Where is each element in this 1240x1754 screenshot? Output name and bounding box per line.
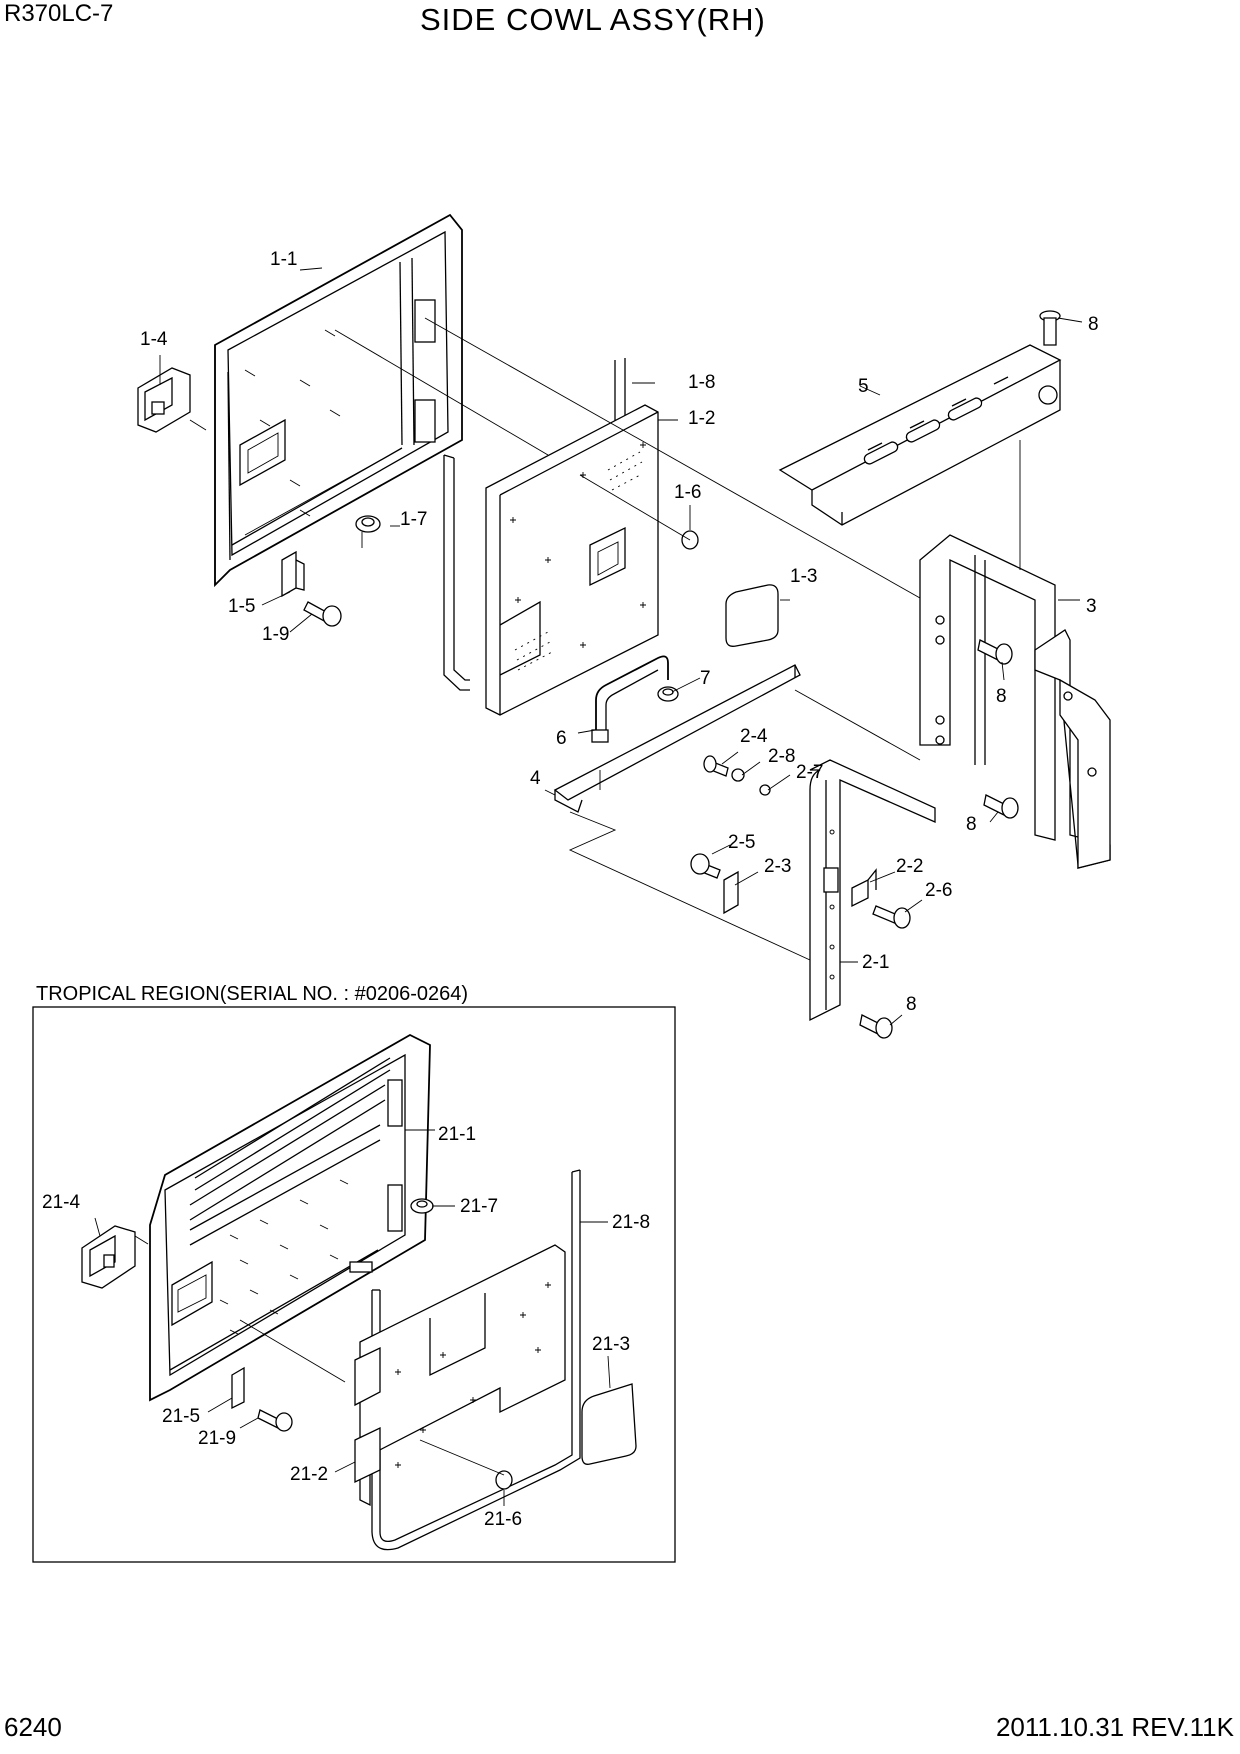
callout-21-9: 21-9 bbox=[198, 1428, 236, 1449]
callout-4: 4 bbox=[530, 768, 541, 789]
part-side-bracket bbox=[919, 534, 1111, 869]
inset-part-latch bbox=[81, 1225, 136, 1289]
inset-part-panel bbox=[354, 1244, 566, 1507]
assembly-guide-lines bbox=[189, 317, 1021, 961]
part-clip-2-3 bbox=[723, 870, 739, 915]
part-grommet-1-7 bbox=[355, 515, 381, 533]
callout-1-4: 1-4 bbox=[140, 329, 168, 350]
part-panel bbox=[485, 404, 659, 716]
callout-2-3: 2-3 bbox=[764, 856, 791, 877]
callout-2-8: 2-8 bbox=[768, 746, 795, 767]
part-upper-bracket bbox=[778, 344, 1062, 526]
callout-7: 7 bbox=[700, 668, 711, 689]
callout-8-mid: 8 bbox=[996, 686, 1007, 707]
part-lower-bracket bbox=[809, 759, 936, 1022]
callout-8-top: 8 bbox=[1088, 314, 1099, 335]
callout-8-bottom: 8 bbox=[906, 994, 917, 1015]
callout-1-9: 1-9 bbox=[262, 624, 289, 645]
inset-part-seal-rubber bbox=[371, 1169, 581, 1551]
inset-leader-lines bbox=[94, 1129, 611, 1506]
callout-2-1: 2-1 bbox=[862, 952, 889, 973]
callout-1-3: 1-3 bbox=[790, 566, 817, 587]
callout-2-4: 2-4 bbox=[740, 726, 768, 747]
callout-1-1: 1-1 bbox=[270, 249, 297, 270]
callout-21-2: 21-2 bbox=[290, 1464, 328, 1485]
callout-2-2: 2-2 bbox=[896, 856, 923, 877]
part-bar bbox=[553, 664, 801, 813]
callout-8-lower: 8 bbox=[966, 814, 977, 835]
part-nut-7 bbox=[657, 686, 679, 702]
part-clip-2-2 bbox=[851, 868, 877, 908]
callout-21-7: 21-7 bbox=[460, 1196, 498, 1217]
inset-part-rubber-cap bbox=[581, 1383, 637, 1465]
callout-1-5: 1-5 bbox=[228, 596, 255, 617]
callout-21-8: 21-8 bbox=[612, 1212, 650, 1233]
part-small-bracket bbox=[281, 550, 305, 598]
part-latch bbox=[137, 367, 191, 433]
part-bolt-2-6 bbox=[872, 905, 911, 929]
callout-2-6: 2-6 bbox=[925, 880, 952, 901]
inset-part-bracket bbox=[231, 1366, 245, 1410]
callout-3: 3 bbox=[1086, 596, 1097, 617]
callout-6: 6 bbox=[556, 728, 567, 749]
callout-21-6: 21-6 bbox=[484, 1509, 522, 1530]
inset-part-door-frame bbox=[149, 1033, 431, 1402]
part-seal-rubber bbox=[443, 358, 626, 691]
inset-part-bolt-21-9 bbox=[257, 1409, 293, 1432]
revision-date: 2011.10.31 REV.11K bbox=[995, 1712, 1234, 1742]
callout-1-6: 1-6 bbox=[674, 482, 701, 503]
part-bolt-1-9 bbox=[303, 601, 342, 627]
callout-2-5: 2-5 bbox=[728, 832, 755, 853]
callout-1-2: 1-2 bbox=[688, 408, 715, 429]
part-washer-2-8 bbox=[731, 768, 745, 782]
inset-part-grommet bbox=[410, 1198, 434, 1214]
callout-2-7: 2-7 bbox=[796, 762, 823, 783]
part-door-frame bbox=[214, 213, 463, 588]
callout-1-8: 1-8 bbox=[688, 372, 715, 393]
callout-21-5: 21-5 bbox=[162, 1406, 200, 1427]
inset-part-pin bbox=[495, 1470, 513, 1490]
callout-21-3: 21-3 bbox=[592, 1334, 630, 1355]
callout-21-1: 21-1 bbox=[438, 1124, 476, 1145]
model-number: R370LC-7 bbox=[4, 0, 114, 27]
callout-5: 5 bbox=[858, 376, 869, 397]
part-rubber-cap bbox=[725, 584, 779, 647]
callout-21-4: 21-4 bbox=[42, 1192, 80, 1213]
inset-frame bbox=[32, 1006, 676, 1563]
page-number: 6240 bbox=[4, 1712, 62, 1742]
page-title: SIDE COWL ASSY(RH) bbox=[420, 2, 766, 37]
part-bolt-2-4 bbox=[703, 755, 729, 777]
inset-title: TROPICAL REGION(SERIAL NO. : #0206-0264) bbox=[36, 983, 469, 1005]
part-handle bbox=[591, 655, 669, 743]
part-bolt-2-5 bbox=[690, 853, 721, 879]
callout-1-7: 1-7 bbox=[400, 509, 427, 530]
part-washer-2-7 bbox=[759, 784, 771, 796]
part-bolt-8 bbox=[859, 310, 1061, 1039]
leader-lines bbox=[159, 267, 1083, 1026]
